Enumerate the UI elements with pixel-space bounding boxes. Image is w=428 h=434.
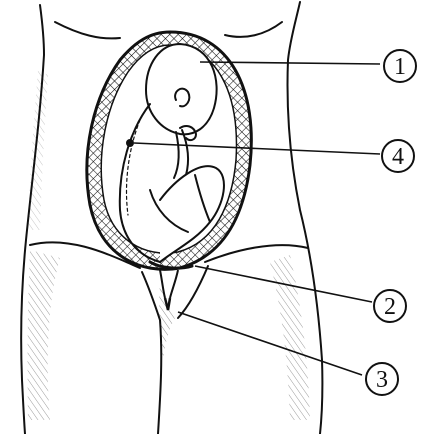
callout-3: 3	[366, 363, 398, 395]
callout-2: 2	[374, 290, 406, 322]
leader-line-3	[178, 312, 362, 375]
callout-label-2: 2	[384, 294, 396, 320]
callout-4: 4	[382, 140, 414, 172]
callout-label-4: 4	[392, 144, 404, 170]
marker-point	[126, 139, 134, 147]
callout-label-3: 3	[376, 367, 388, 393]
callout-label-1: 1	[394, 54, 406, 80]
callout-1: 1	[384, 50, 416, 82]
